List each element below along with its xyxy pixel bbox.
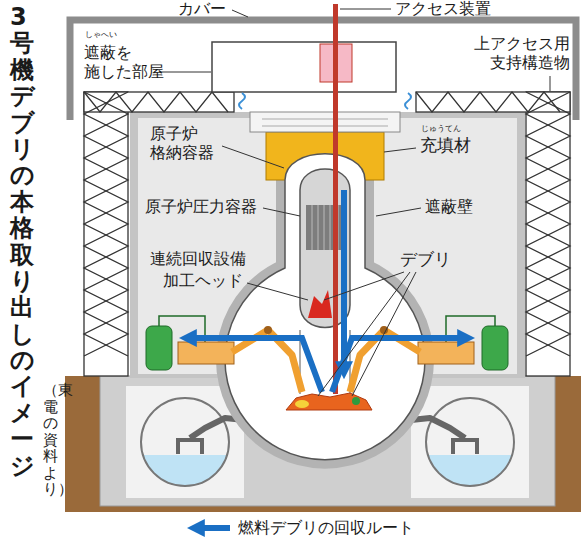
leader-line (318, 272, 410, 396)
leader-line (352, 272, 416, 396)
truss-lattice (84, 92, 128, 356)
ruby-text: じゅうてん (421, 125, 461, 134)
truss-beam (84, 92, 234, 112)
truss-lattice (84, 92, 228, 112)
suppression-chamber (426, 398, 514, 486)
part-label: デブリ (400, 250, 451, 269)
water (428, 455, 512, 486)
bellows (405, 93, 411, 109)
truss-column (84, 92, 128, 376)
recovery-tank (146, 326, 172, 370)
debris (308, 290, 332, 318)
truss-lattice (526, 92, 570, 356)
part-label: 遮蔽壁 (425, 198, 473, 216)
leader-line (384, 148, 416, 152)
recovery-tank (482, 326, 508, 370)
debris (295, 400, 309, 408)
part-label: 上アクセス用 支持構造物 (468, 34, 570, 72)
shielded-room (212, 42, 396, 92)
bellows (239, 93, 245, 109)
debris (352, 397, 360, 405)
caption: （東電の資料より） (43, 382, 58, 498)
part-label: 充填材 (420, 136, 471, 155)
robot-arm (411, 418, 465, 438)
part-label: 原子炉 格納容器 (150, 124, 220, 162)
cover (70, 20, 576, 120)
leader-line (222, 146, 284, 168)
arm-joint (264, 326, 272, 334)
ruby-text: しゃへい (85, 31, 117, 40)
recovery-unit (418, 342, 474, 364)
leader-line (263, 208, 300, 216)
leader-line (376, 208, 421, 216)
debris (286, 393, 372, 410)
leader-line (340, 9, 391, 10)
part-label: 加工ヘッド (163, 272, 243, 290)
legend-arrow (194, 525, 230, 531)
shield-plug-lines (262, 119, 388, 126)
water (143, 455, 227, 486)
truss-lattice (84, 92, 128, 356)
part-label: 原子炉圧力容器 (145, 198, 257, 216)
recovery-unit (178, 342, 234, 364)
shield-plug (250, 112, 400, 132)
core-internals (306, 205, 344, 250)
recovery-route (341, 190, 347, 372)
torus-room (411, 386, 529, 498)
leader-line (247, 283, 308, 300)
part-label: 遮蔽を 施した部屋 (84, 43, 170, 81)
leader-line (232, 10, 248, 17)
legend-text: 燃料デブリの回収ルート (238, 519, 414, 537)
part-label: カバー (178, 0, 226, 18)
leader-line (550, 76, 551, 91)
recovery-route (186, 338, 322, 392)
suppression-chamber (141, 398, 229, 486)
arm-joint (380, 326, 388, 334)
recovery-route (332, 338, 468, 392)
part-label: アクセス装置 (395, 0, 491, 18)
truss-lattice (416, 92, 560, 112)
robot-claw (176, 440, 204, 454)
title: 3号機デブリの本格取り出しのイメージ (10, 4, 34, 479)
part-label: 連続回収設備 (150, 250, 246, 268)
robot-claw (451, 440, 479, 454)
leader-line (160, 72, 211, 73)
access-rod (333, 4, 338, 394)
truss-lattice (526, 92, 570, 356)
truss-column (526, 92, 570, 376)
